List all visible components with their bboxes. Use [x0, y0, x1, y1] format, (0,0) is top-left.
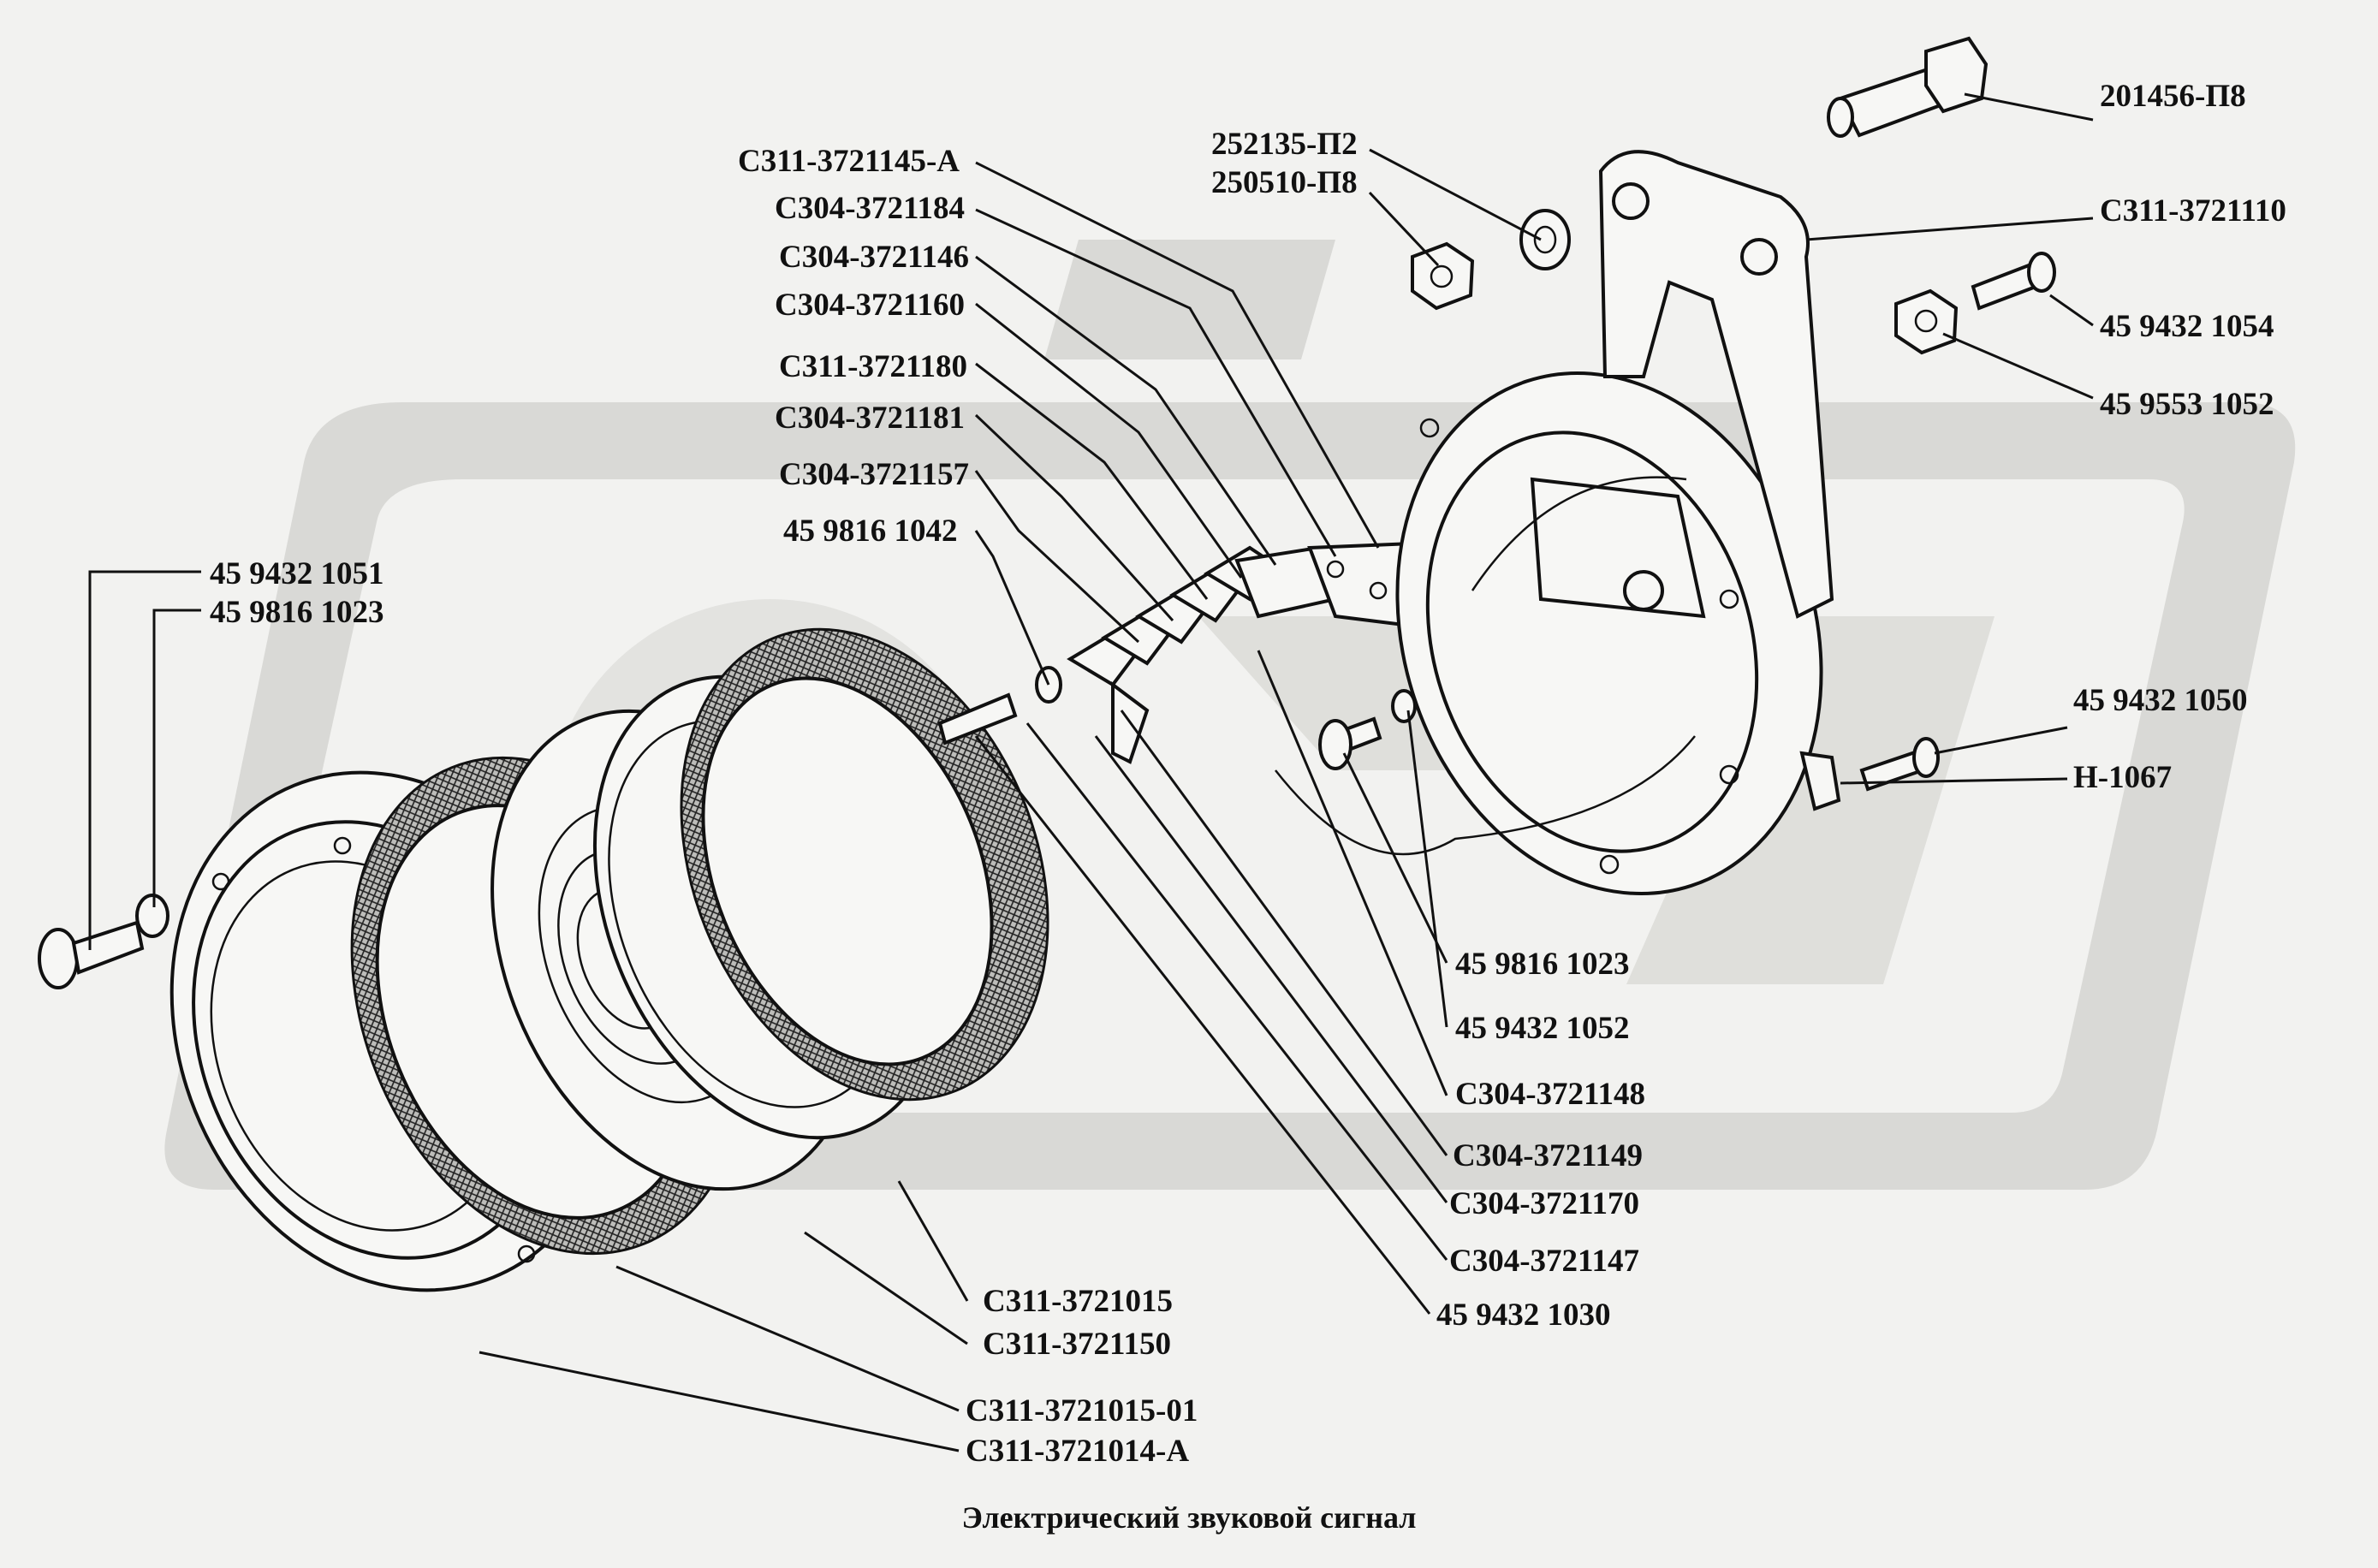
label-250510-p8: 250510-П8 — [1211, 165, 1358, 200]
label-c304-3721184: С304-3721184 — [775, 191, 965, 226]
mesh-gasket-rear — [680, 627, 1049, 1102]
label-45-9553-1052: 45 9553 1052 — [2100, 387, 2274, 422]
label-45-9432-1050: 45 9432 1050 — [2073, 683, 2248, 718]
screw-right-terminal — [1799, 737, 1940, 811]
screw-left — [38, 894, 169, 989]
label-45-9432-1030: 45 9432 1030 — [1436, 1298, 1611, 1333]
label-c304-3721149: С304-3721149 — [1453, 1138, 1643, 1173]
label-c304-3721181: С304-3721181 — [775, 401, 965, 436]
label-c304-3721170: С304-3721170 — [1449, 1186, 1639, 1221]
part-labels: 201456-П8 252135-П2 250510-П8 С311-37211… — [210, 79, 2286, 1469]
label-45-9432-1054: 45 9432 1054 — [2100, 309, 2274, 344]
label-c311-3721015: С311-3721015 — [983, 1284, 1173, 1319]
rear-housing — [1275, 371, 1823, 896]
label-45-9816-1042: 45 9816 1042 — [783, 514, 958, 549]
label-c304-3721146: С304-3721146 — [779, 240, 969, 275]
label-c311-3721180: С311-3721180 — [779, 349, 967, 384]
label-45-9816-1023-centre: 45 9816 1023 — [1455, 947, 1630, 982]
label-45-9816-1023-left: 45 9816 1023 — [210, 595, 384, 630]
label-c304-3721147: С304-3721147 — [1449, 1244, 1639, 1279]
leader-lines — [88, 92, 2094, 1452]
label-252135-p2: 252135-П2 — [1211, 127, 1358, 162]
label-c311-3721015-01: С311-3721015-01 — [966, 1393, 1198, 1428]
label-c311-3721150: С311-3721150 — [983, 1327, 1171, 1362]
label-c304-3721160: С304-3721160 — [775, 288, 965, 323]
mounting-bracket — [1598, 150, 1834, 619]
label-45-9432-1051: 45 9432 1051 — [210, 556, 384, 591]
label-c311-3721014-a: С311-3721014-А — [966, 1434, 1189, 1469]
label-201456-p8: 201456-П8 — [2100, 79, 2246, 114]
small-screws — [937, 666, 1417, 770]
figure-caption: Электрический звуковой сигнал — [962, 1500, 1417, 1535]
label-c311-3721145-a: С311-3721145-А — [738, 144, 960, 179]
nuts-washers-top — [1411, 209, 2056, 355]
label-c304-3721157: С304-3721157 — [779, 457, 969, 492]
label-n-1067: Н-1067 — [2073, 760, 2172, 795]
label-45-9432-1052: 45 9432 1052 — [1455, 1011, 1630, 1046]
label-c311-3721110: С311-3721110 — [2100, 193, 2286, 229]
label-c304-3721148: С304-3721148 — [1455, 1077, 1645, 1112]
bolt-top-right — [1827, 36, 1989, 138]
